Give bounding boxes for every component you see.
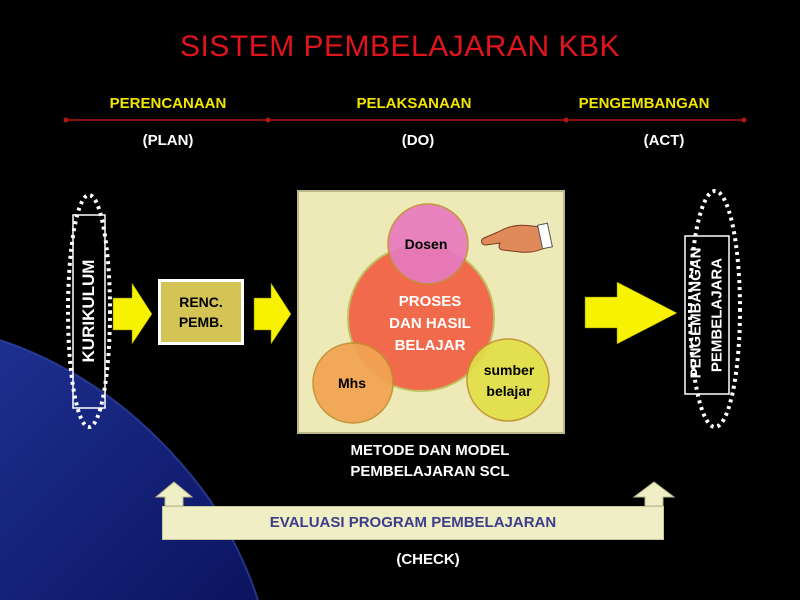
timeline-dot-3 [563,117,569,123]
arrow-1 [112,282,153,345]
kurikulum-box [72,214,106,409]
phase-do-label: PELAKSANAAN [356,95,472,112]
timeline-dot-4 [741,117,747,123]
metode-line1: METODE DAN MODEL [350,442,510,459]
phase-act-sub: (ACT) [643,132,685,149]
sumber-belajar-label: sumber belajar [471,360,547,402]
phase-plan-sub: (PLAN) [142,132,194,149]
phase-plan-label: PERENCANAAN [109,95,227,112]
metode-caption: METODE DAN MODEL PEMBELAJARAN SCL [300,440,560,482]
evaluasi-label: EVALUASI PROGRAM PEMBELAJARAN [269,514,557,531]
check-label: (CHECK) [396,551,460,568]
pengembangan-box [684,235,730,395]
timeline-dot-2 [265,117,271,123]
arrow-2 [253,282,292,345]
evaluasi-box [162,506,664,540]
metode-line2: PEMBELAJARAN SCL [350,463,510,480]
pengembangan-dotted-ellipse [688,189,742,429]
slide-title: SISTEM PEMBELAJARAN KBK [180,30,620,63]
renc-pemb-box [158,279,244,345]
dosen-label: Dosen [404,236,448,252]
pointing-hand-icon [481,222,553,253]
proses-line2: DAN HASIL [389,315,471,332]
mhs-circle [312,342,394,424]
phase-act-label: PENGEMBANGAN [578,95,710,112]
proses-line3: BELAJAR [394,337,466,354]
mhs-label: Mhs [338,375,366,391]
sumber-circle [466,338,550,422]
sumber-line1: sumber [483,362,535,378]
pengembangan-line1: PENGEMBANGAN [687,247,705,379]
renc-line2: PEMB. [178,314,224,330]
kurikulum-dotted-ellipse [66,193,112,429]
proses-line1: PROSES [398,293,462,310]
proses-label: PROSES DAN HASIL BELAJAR [366,291,494,357]
eval-up-arrow-left [154,481,194,507]
renc-pemb-label: RENC. PEMB. [158,292,244,332]
dosen-circle [387,203,469,285]
renc-line1: RENC. [179,294,223,310]
phase-do-sub: (DO) [401,132,435,149]
sumber-line2: belajar [486,383,532,399]
blue-swoosh-light [0,339,259,600]
arrow-3 [584,281,678,345]
timeline-dot-1 [63,117,69,123]
eval-up-arrow-right [632,481,676,507]
kurikulum-label: KURIKULUM [79,259,98,363]
pengembangan-line2: PEMBELAJARA [708,257,726,373]
